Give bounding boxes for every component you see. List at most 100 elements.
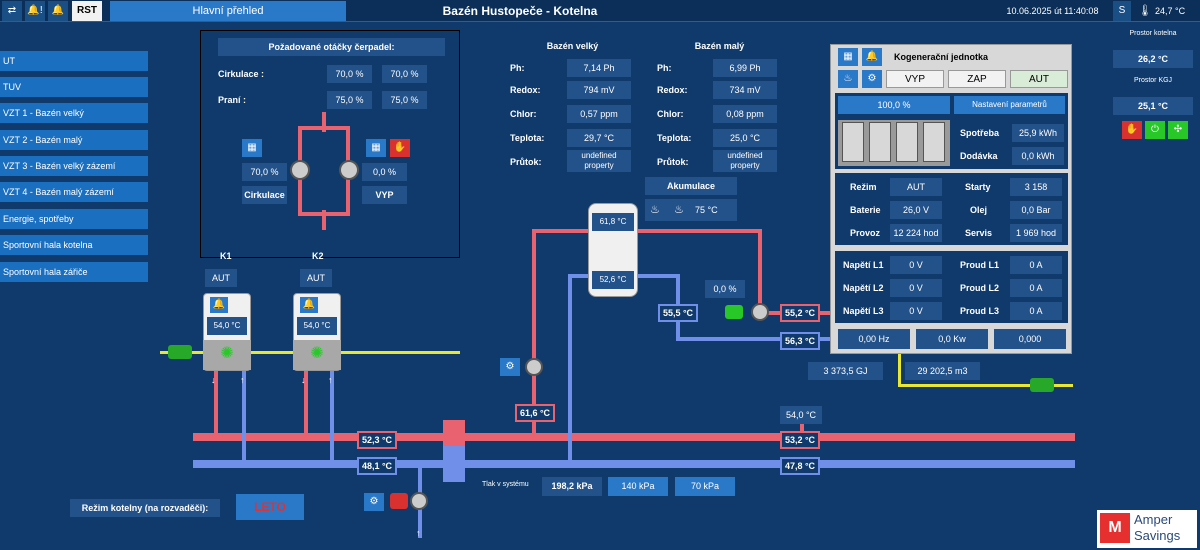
- fan-icon[interactable]: ✣: [1168, 121, 1188, 139]
- boiler-k1-name: K1: [220, 251, 232, 261]
- sidebar-item-vzt2[interactable]: VZT 2 - Bazén malý: [0, 130, 148, 150]
- s-button[interactable]: S: [1113, 1, 1131, 21]
- boiler-mode-value[interactable]: LETO: [236, 494, 304, 520]
- temp-distribution-return: 47,8 °C: [780, 457, 820, 475]
- boiler-k1-base: [203, 340, 251, 370]
- sidebar-item-sport-hall-heaters[interactable]: Sportovní hala zářiče: [0, 262, 148, 282]
- bottom-pump-icon[interactable]: [410, 492, 428, 510]
- calendar-icon-2[interactable]: ▦: [366, 139, 386, 157]
- sidebar-item-sport-hall-boiler[interactable]: Sportovní hala kotelna: [0, 235, 148, 255]
- cogen-mode-on[interactable]: ZAP: [948, 70, 1006, 88]
- arrow-up-icon: ↑: [240, 375, 245, 385]
- voltage-l1-label: Napětí L1: [843, 260, 884, 270]
- arrow-down-icon: ↓: [301, 375, 306, 385]
- delivery-label: Dodávka: [960, 151, 998, 161]
- alarm-ack-icon[interactable]: 🔔!: [25, 1, 45, 21]
- circulation-speed-1[interactable]: 70,0 %: [327, 65, 372, 83]
- circulation-speed-2[interactable]: 70,0 %: [382, 65, 427, 83]
- cogen-runtime: 12 224 hod: [890, 224, 942, 242]
- gear-icon[interactable]: ⚙: [862, 70, 882, 88]
- current-l3-label: Proud L3: [960, 306, 1000, 316]
- return-header-pipe: [193, 460, 1075, 468]
- sidebar-item-vzt4[interactable]: VZT 4 - Bazén malý zázemí: [0, 182, 148, 202]
- pump-panel-title: Požadované otáčky čerpadel:: [218, 38, 445, 56]
- current-l3: 0 A: [1010, 302, 1062, 320]
- pool-big-temp-label: Teplota:: [510, 133, 545, 143]
- pump-fault-icon[interactable]: [390, 493, 408, 509]
- right-supply-stub: [800, 420, 804, 434]
- sidebar-item-energy[interactable]: Energie, spotřeby: [0, 209, 148, 229]
- boiler-k2-mode[interactable]: AUT: [300, 269, 332, 287]
- gas-valve-kgj-icon[interactable]: [1030, 378, 1054, 392]
- pressure-setpoint-1[interactable]: 140 kPa: [608, 477, 668, 496]
- temp-distribution-supply: 53,2 °C: [780, 431, 820, 449]
- calendar-icon[interactable]: ▦: [242, 139, 262, 157]
- swap-icon[interactable]: ⇄: [2, 1, 22, 21]
- boiler-mode-label: Režim kotelny (na rozvaděči):: [70, 499, 220, 517]
- k2-supply-pipe: [304, 370, 308, 434]
- gear-icon[interactable]: ⚙: [364, 493, 384, 511]
- page-title: Bazén Hustopeče - Kotelna: [442, 4, 598, 18]
- washing-speed-1[interactable]: 75,0 %: [327, 91, 372, 109]
- pool-pump-loop-bottom: [322, 210, 326, 230]
- pressure-setpoint-2[interactable]: 70 kPa: [675, 477, 735, 496]
- cogen-service: 1 969 hod: [1010, 224, 1062, 242]
- pump-left-mode[interactable]: Cirkulace: [242, 186, 287, 204]
- pool-big-flow: undefined property: [567, 150, 631, 172]
- cogen-settings-button[interactable]: Nastavení parametrů: [954, 96, 1065, 114]
- accumulation-pump-icon[interactable]: [525, 358, 543, 376]
- washing-speed-2[interactable]: 75,0 %: [382, 91, 427, 109]
- pool-small-temp: 25,0 °C: [713, 129, 777, 147]
- boiler-room-temp: 26,2 °C: [1113, 50, 1193, 68]
- cogen-delivery: 0,0 kWh: [1012, 147, 1064, 165]
- sidebar-item-ut[interactable]: UT: [0, 51, 148, 71]
- bell-icon[interactable]: 🔔: [210, 297, 228, 313]
- tab-main-overview[interactable]: Hlavní přehled: [110, 1, 346, 21]
- cogen-power-kw: 0,0 Kw: [916, 329, 988, 349]
- cogen-mode: AUT: [890, 178, 942, 196]
- gas-valve-boilers-icon[interactable]: [168, 345, 192, 359]
- sidebar-item-tuv[interactable]: TUV: [0, 77, 148, 97]
- reset-button[interactable]: RST: [72, 1, 102, 21]
- accumulation-top-pipe: [532, 229, 762, 233]
- bell-icon[interactable]: 🔔: [300, 297, 318, 313]
- bell-icon[interactable]: 🔔: [862, 48, 882, 66]
- pump-left-speed: 70,0 %: [242, 163, 287, 181]
- hand-icon[interactable]: ✋: [1122, 121, 1142, 139]
- cogen-mode-off[interactable]: VYP: [886, 70, 944, 88]
- cogen-power-pct: 100,0 %: [838, 96, 950, 114]
- mixing-valve-actuator-icon[interactable]: [725, 305, 743, 319]
- pool-small-redox: 734 mV: [713, 81, 777, 99]
- bell-icon[interactable]: 🔔: [48, 1, 68, 21]
- pump-right-mode[interactable]: VYP: [362, 186, 407, 204]
- boiler-k1-temp: 54,0 °C: [207, 317, 247, 335]
- gear-icon[interactable]: ⚙: [500, 358, 520, 376]
- k1-return-pipe: [242, 370, 246, 462]
- cogen-frequency: 0,00 Hz: [838, 329, 910, 349]
- temp-kgj-return: 56,3 °C: [780, 332, 820, 350]
- pool-small-redox-label: Redox:: [657, 85, 688, 95]
- pool-small-title: Bazén malý: [694, 41, 745, 51]
- k1-supply-pipe: [214, 370, 218, 434]
- calendar-icon[interactable]: ▦: [838, 48, 858, 66]
- pressure-system: 198,2 kPa: [542, 477, 602, 496]
- pool-pump-1-icon[interactable]: [290, 160, 310, 180]
- cogen-power-factor: 0,000: [994, 329, 1066, 349]
- boiler-k1-mode[interactable]: AUT: [205, 269, 237, 287]
- sidebar-item-vzt1[interactable]: VZT 1 - Bazén velký: [0, 103, 148, 123]
- sidebar-item-vzt3[interactable]: VZT 3 - Bazén velký zázemí: [0, 156, 148, 176]
- power-icon[interactable]: ⏻: [1145, 121, 1165, 139]
- current-l1: 0 A: [1010, 256, 1062, 274]
- pool-big-ph: 7,14 Ph: [567, 59, 631, 77]
- mixing-valve-icon[interactable]: [751, 303, 769, 321]
- service-label: Servis: [965, 228, 993, 238]
- temp-distribution-top: 54,0 °C: [780, 406, 822, 424]
- cogen-mode-auto[interactable]: AUT: [1010, 70, 1068, 88]
- pool-big-chlor-label: Chlor:: [510, 109, 537, 119]
- flame-icon: ♨: [838, 70, 858, 88]
- arrow-up-icon: ↑: [328, 375, 333, 385]
- starts-label: Starty: [965, 182, 991, 192]
- hand-icon[interactable]: ✋: [390, 139, 410, 157]
- flame-icon-2: ♨: [674, 204, 684, 216]
- pool-pump-2-icon[interactable]: [339, 160, 359, 180]
